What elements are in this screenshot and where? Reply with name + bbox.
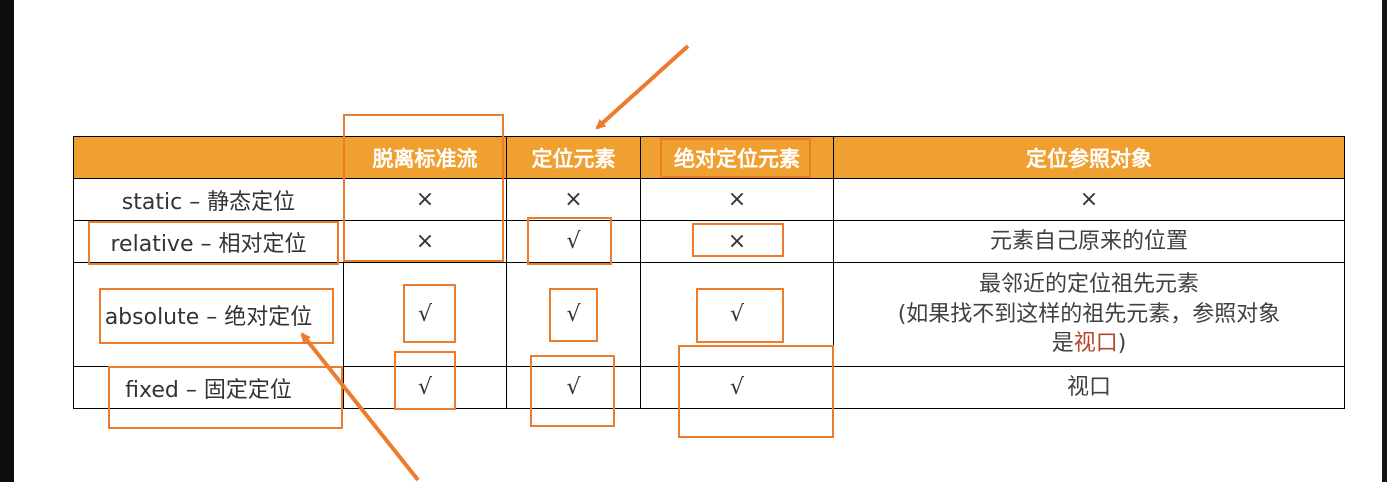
cell-absolute-reference: 最邻近的定位祖先元素 (如果找不到这样的祖先元素，参照对象 是视口) [833, 262, 1345, 367]
cell-fixed-out-of-flow: √ [343, 366, 507, 409]
right-window-edge [1382, 0, 1387, 482]
cell-relative-reference: 元素自己原来的位置 [833, 220, 1345, 263]
reference-viewport-highlight: 视口 [1073, 331, 1118, 357]
cell-fixed-absolute: √ [640, 366, 834, 409]
cell-absolute-out-of-flow: √ [343, 262, 507, 367]
row-name-relative: relative – 相对定位 [73, 220, 344, 263]
arrow-to-positioned-header [595, 44, 690, 130]
header-absolute-element: 绝对定位元素 [640, 136, 834, 179]
cell-absolute-absolute: √ [640, 262, 834, 367]
header-positioned-element: 定位元素 [506, 136, 641, 179]
table-row: fixed – 固定定位 √ √ √ 视口 [73, 366, 1345, 409]
table-row: static – 静态定位 × × × × [73, 178, 1345, 221]
header-reference: 定位参照对象 [833, 136, 1345, 179]
reference-line-3: 是视口) [834, 329, 1344, 359]
cell-relative-out-of-flow: × [343, 220, 507, 263]
reference-line-2: (如果找不到这样的祖先元素，参照对象 [897, 301, 1281, 327]
table-row: absolute – 绝对定位 √ √ √ 最邻近的定位祖先元素 (如果找不到这… [73, 262, 1345, 367]
row-name-static: static – 静态定位 [73, 178, 344, 221]
table-row: relative – 相对定位 × √ × 元素自己原来的位置 [73, 220, 1345, 263]
reference-text: 视口 [1066, 374, 1111, 400]
reference-text: 元素自己原来的位置 [989, 228, 1188, 254]
cell-absolute-positioned: √ [506, 262, 641, 367]
header-row: 脱离标准流 定位元素 绝对定位元素 定位参照对象 [73, 136, 1345, 179]
header-out-of-flow: 脱离标准流 [343, 136, 507, 179]
reference-tail-suffix: ) [1117, 331, 1127, 357]
row-name-absolute: absolute – 绝对定位 [73, 262, 344, 367]
reference-line-1: 最邻近的定位祖先元素 [978, 271, 1199, 297]
cell-static-absolute: × [640, 178, 834, 221]
cell-static-out-of-flow: × [343, 178, 507, 221]
row-name-fixed: fixed – 固定定位 [73, 366, 344, 409]
header-empty [73, 136, 344, 179]
cell-relative-absolute: × [640, 220, 834, 263]
cell-static-reference: × [833, 178, 1345, 221]
cell-fixed-reference: 视口 [833, 366, 1345, 409]
cell-static-positioned: × [506, 178, 641, 221]
reference-tail-prefix: 是 [1051, 331, 1074, 357]
left-window-edge [0, 0, 14, 482]
cell-fixed-positioned: √ [506, 366, 641, 409]
positioning-table: 脱离标准流 定位元素 绝对定位元素 定位参照对象 static – 静态定位 ×… [73, 136, 1345, 409]
cell-relative-positioned: √ [506, 220, 641, 263]
